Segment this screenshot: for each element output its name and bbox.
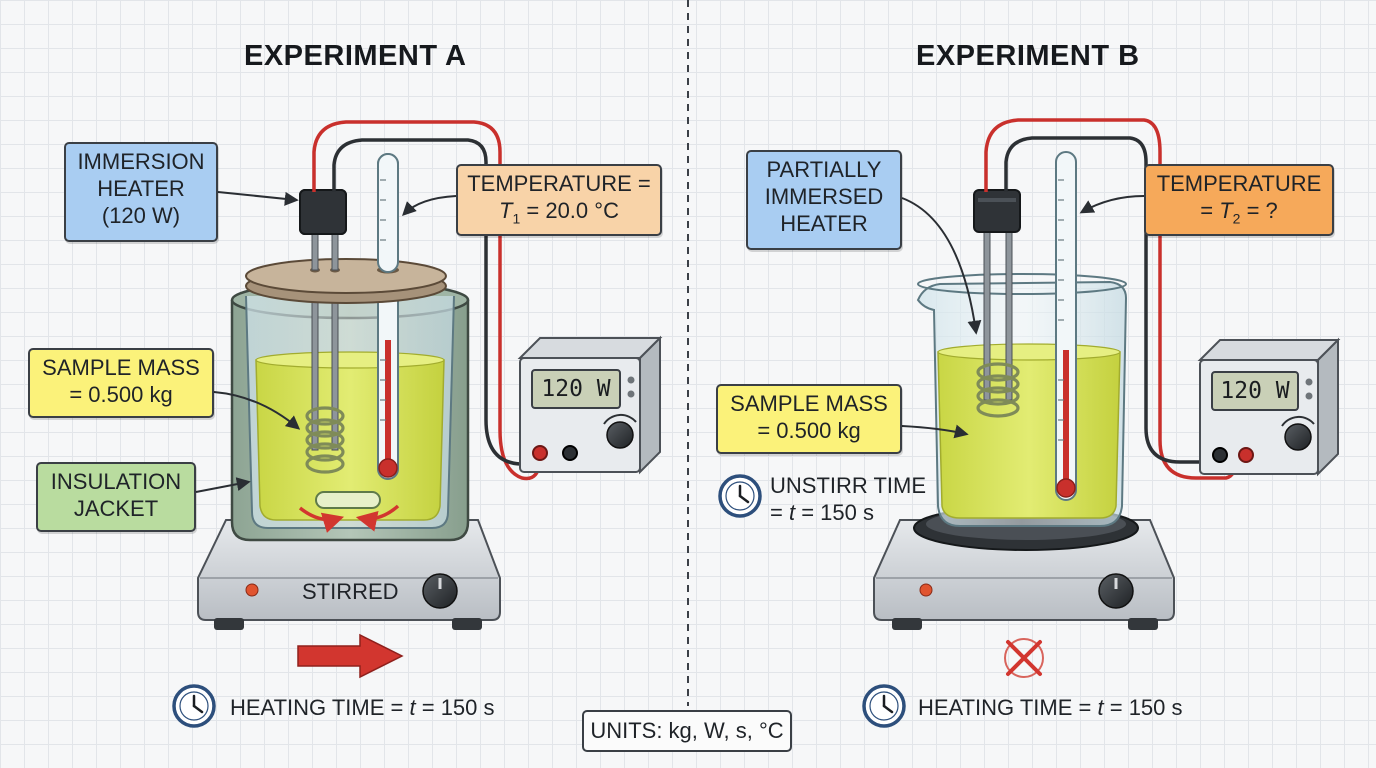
clock-icon [862,684,906,728]
unstirr-line-1: UNSTIRR TIME [770,473,927,498]
temp-b-var: T [1219,198,1233,223]
temperature-label-a: TEMPERATURE = T1 = 20.0 °C [456,164,662,236]
temp-b-prefix: = [1200,198,1220,223]
supply-knob-b [1284,423,1312,451]
experiment-a-title: EXPERIMENT A [244,40,467,72]
unstirr-prefix: = [770,500,789,525]
experiment-a-apparatus [195,120,663,679]
experiment-b-apparatus [873,118,1341,678]
experiment-b-title: EXPERIMENT B [916,40,1140,72]
temp-b-line-1: TEMPERATURE [1156,171,1322,196]
power-supply-a [517,335,663,475]
mass-b-line-1: SAMPLE MASS [730,391,888,416]
temp-b-value: = ? [1240,198,1278,223]
heating-time-b-prefix: HEATING TIME = [918,695,1098,720]
hot-plate-a [197,519,501,630]
power-display-a-text: 120 W [541,376,611,402]
heating-time-a: HEATING TIME = t = 150 s [230,694,495,721]
clock-icon [718,474,762,518]
temp-a-value: = 20.0 °C [520,198,619,223]
temp-b-sub: 2 [1232,210,1241,227]
partially-immersed-heater-label: PARTIALLY IMMERSED HEATER [746,150,902,250]
heater-label-line-1: IMMERSION [77,149,205,174]
insulation-line-1: INSULATION [50,469,182,494]
power-display-a [531,369,621,409]
sample-liquid-b [937,351,1121,519]
heater-b-line-2: IMMERSED [764,184,884,209]
immersion-heater-label: IMMERSION HEATER (120 W) [64,142,218,242]
heating-time-a-prefix: HEATING TIME = [230,695,410,720]
thermometer-b [1055,151,1077,501]
heater-b-line-3: HEATER [780,211,868,236]
units-label: UNITS: kg, W, s, °C [582,710,792,752]
power-display-b-text: 120 W [1220,378,1290,404]
temp-a-var: T [499,198,513,223]
terminal-black-a [562,445,578,461]
mass-b-line-2: = 0.500 kg [757,418,861,443]
unstirr-line-2: = t = 150 s [770,499,926,526]
terminal-red-b [1238,447,1254,463]
unstirr-var: t [788,500,796,525]
terminal-red-a [532,445,548,461]
power-supply-b [1197,337,1341,477]
heater-label-line-2: HEATER [97,176,185,201]
lid-a [245,258,447,304]
hotplate-knob-b [1098,573,1134,609]
supply-knob-a [606,421,634,449]
temp-b-line-2: = T2 = ? [1152,197,1326,232]
indicator-light-b [919,583,933,597]
mass-a-line-1: SAMPLE MASS [42,355,200,380]
stir-bar [315,491,381,509]
unstirr-value: = 150 s [795,500,874,525]
unstirr-time-label: UNSTIRR TIME = t = 150 s [770,472,926,526]
red-wire-b [984,118,1238,480]
sample-mass-label-a: SAMPLE MASS = 0.500 kg [28,348,214,418]
heating-time-b-var: t [1097,695,1104,720]
terminal-black-b [1212,447,1228,463]
heating-time-a-value: = 150 s [415,695,495,720]
mass-a-line-2: = 0.500 kg [69,382,173,407]
partially-immersed-heater [973,189,1021,418]
power-display-b [1211,371,1299,411]
heater-label-line-3: (120 W) [101,203,181,228]
insulation-line-2: JACKET [73,496,159,521]
insulation-jacket-label: INSULATION JACKET [36,462,196,532]
arrow-right-icon [297,633,404,679]
red-wire-a [312,120,542,481]
sample-mass-label-b: SAMPLE MASS = 0.500 kg [716,384,902,454]
temperature-label-b: TEMPERATURE = T2 = ? [1144,164,1334,236]
temp-a-sub: 1 [512,210,521,227]
heater-b-line-1: PARTIALLY [766,157,882,182]
cross-icon [1004,638,1044,678]
hotplate-knob-a [422,573,458,609]
clock-icon [172,684,216,728]
stirred-text: STIRRED [302,579,399,604]
heating-time-b-value: = 150 s [1103,695,1183,720]
beaker-b [916,273,1128,527]
heating-time-a-var: t [409,695,416,720]
indicator-light-a [245,583,259,597]
temp-a-line-1: TEMPERATURE = [467,171,651,196]
heating-time-b: HEATING TIME = t = 150 s [918,694,1183,721]
stir-arrows-icon [298,506,345,533]
temp-a-line-2: T1 = 20.0 °C [464,197,654,232]
